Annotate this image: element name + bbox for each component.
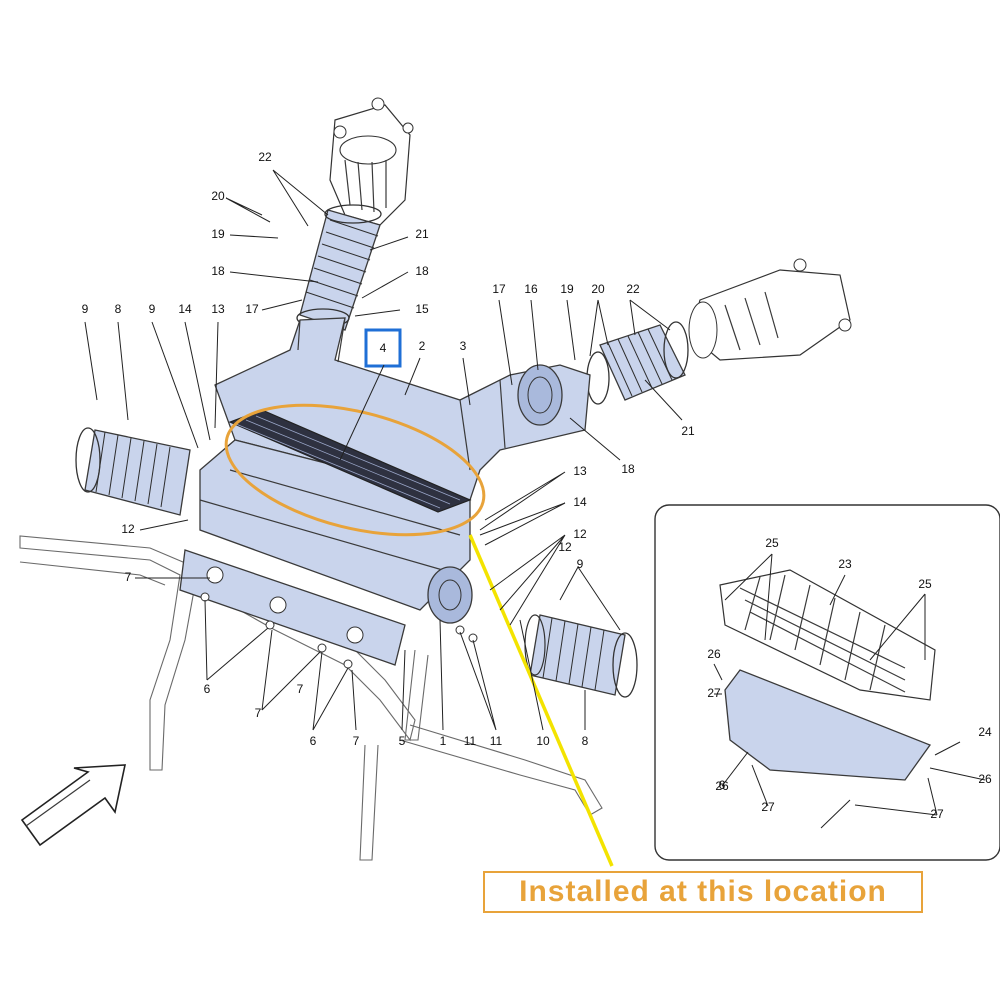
chassis-frame [19,535,603,861]
callout-2: 2 [419,339,426,353]
callout-26c: 26 [978,772,992,786]
callout-25a: 25 [765,536,779,550]
callout-7b: 7 [255,706,262,720]
callout-8b: 8 [582,734,589,748]
callout-12a: 12 [121,522,135,536]
callout-19a: 19 [211,227,225,241]
callout-13b: 13 [573,464,587,478]
callout-11b: 11 [464,734,477,748]
highlight-ellipse [224,403,486,537]
callout-27a: 27 [707,686,721,700]
callout-12b: 12 [573,527,587,541]
throttle-body-right [688,258,852,361]
callout-25b: 25 [918,577,932,591]
callout-27b: 27 [761,800,775,814]
upper-intake-hose [296,204,382,331]
callout-6a: 6 [204,682,211,696]
pointer-line [468,534,614,867]
callout-1: 1 [440,734,447,748]
callout-9b: 9 [149,302,156,316]
callout-17a: 17 [245,302,259,316]
right-intake-hose [586,321,689,405]
callout-22b: 22 [626,282,640,296]
callout-10: 10 [536,734,550,748]
callout-19b: 19 [560,282,574,296]
callout-26a: 26 [707,647,721,661]
callout-9a: 9 [82,302,89,316]
callout-27c: 27 [930,807,944,821]
callout-23: 23 [838,557,852,571]
callouts: 1 2 3 4 5 6 6 6 7 7 7 7 8 8 9 9 9 10 11 … [82,150,992,821]
callout-5: 5 [399,734,406,748]
callout-21b: 21 [681,424,695,438]
callout-18c: 18 [621,462,635,476]
callout-26b: 26 [715,779,729,793]
detail-inset [654,504,1000,861]
callout-6c: 6 [719,778,726,792]
callout-20a: 20 [211,189,225,203]
callout-14b: 14 [573,495,587,509]
leader-lines [84,169,986,829]
callout-9c: 9 [577,557,584,571]
callout-7a: 7 [125,570,132,584]
lower-covers [179,549,406,666]
caption-box: Installed at this location [483,871,923,913]
callout-21a: 21 [415,227,429,241]
callout-15: 15 [415,302,429,316]
callout-11a: 11 [490,734,503,748]
callout-8a: 8 [115,302,122,316]
callout-4: 4 [380,341,387,355]
direction-arrow-icon [20,764,127,847]
callout-7c: 7 [353,734,360,748]
callout-12c: 12 [558,540,572,554]
callout-18b: 18 [415,264,429,278]
callout-13a: 13 [211,302,225,316]
callout-14a: 14 [178,302,192,316]
callout-3: 3 [460,339,467,353]
callout-17b: 17 [492,282,506,296]
callout-24: 24 [978,725,992,739]
callout-18a: 18 [211,264,225,278]
right-lower-intake-hose [524,614,638,698]
callout-22a: 22 [258,150,272,164]
callout-7d: 7 [297,682,304,696]
left-intake-hose [75,427,191,516]
callout-16: 16 [524,282,538,296]
throttle-body-upper [329,97,414,226]
callout-6b: 6 [310,734,317,748]
caption-text: Installed at this location [519,875,887,908]
callout-20b: 20 [591,282,605,296]
